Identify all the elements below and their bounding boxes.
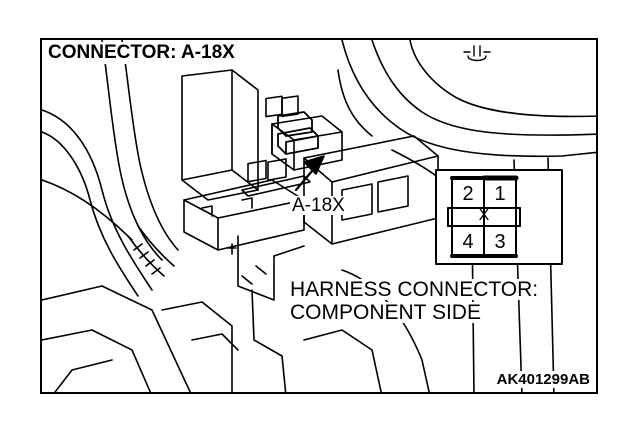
pin-1-label: 1 xyxy=(494,183,506,205)
connector-callout-label: A-18X xyxy=(290,195,347,216)
pin-3-label: 3 xyxy=(494,231,506,253)
lower-components-drawing xyxy=(54,301,239,392)
engine-bay-illustration xyxy=(42,40,596,392)
diagram-title: CONNECTOR: A-18X xyxy=(48,42,239,64)
wiring-harness-drawing xyxy=(42,40,192,392)
harness-label-line1: HARNESS CONNECTOR: xyxy=(288,278,541,301)
harness-label-line2: COMPONENT SIDE xyxy=(288,301,483,324)
connector-a18x-drawing xyxy=(277,111,319,155)
callout-arrow-icon xyxy=(294,155,325,192)
pin-center-mark: X xyxy=(478,207,490,224)
connector-face-diagram xyxy=(435,169,563,265)
diagram-frame: 2 1 X 4 3 CONNECTOR: A-18X A-18X HARNESS… xyxy=(40,38,598,394)
figure-code: AK401299AB xyxy=(494,371,592,388)
ground-symbol-icon xyxy=(463,45,491,62)
fuse-block-drawing xyxy=(227,95,439,392)
pin-4-label: 4 xyxy=(462,231,474,253)
pin-2-label: 2 xyxy=(462,183,474,205)
